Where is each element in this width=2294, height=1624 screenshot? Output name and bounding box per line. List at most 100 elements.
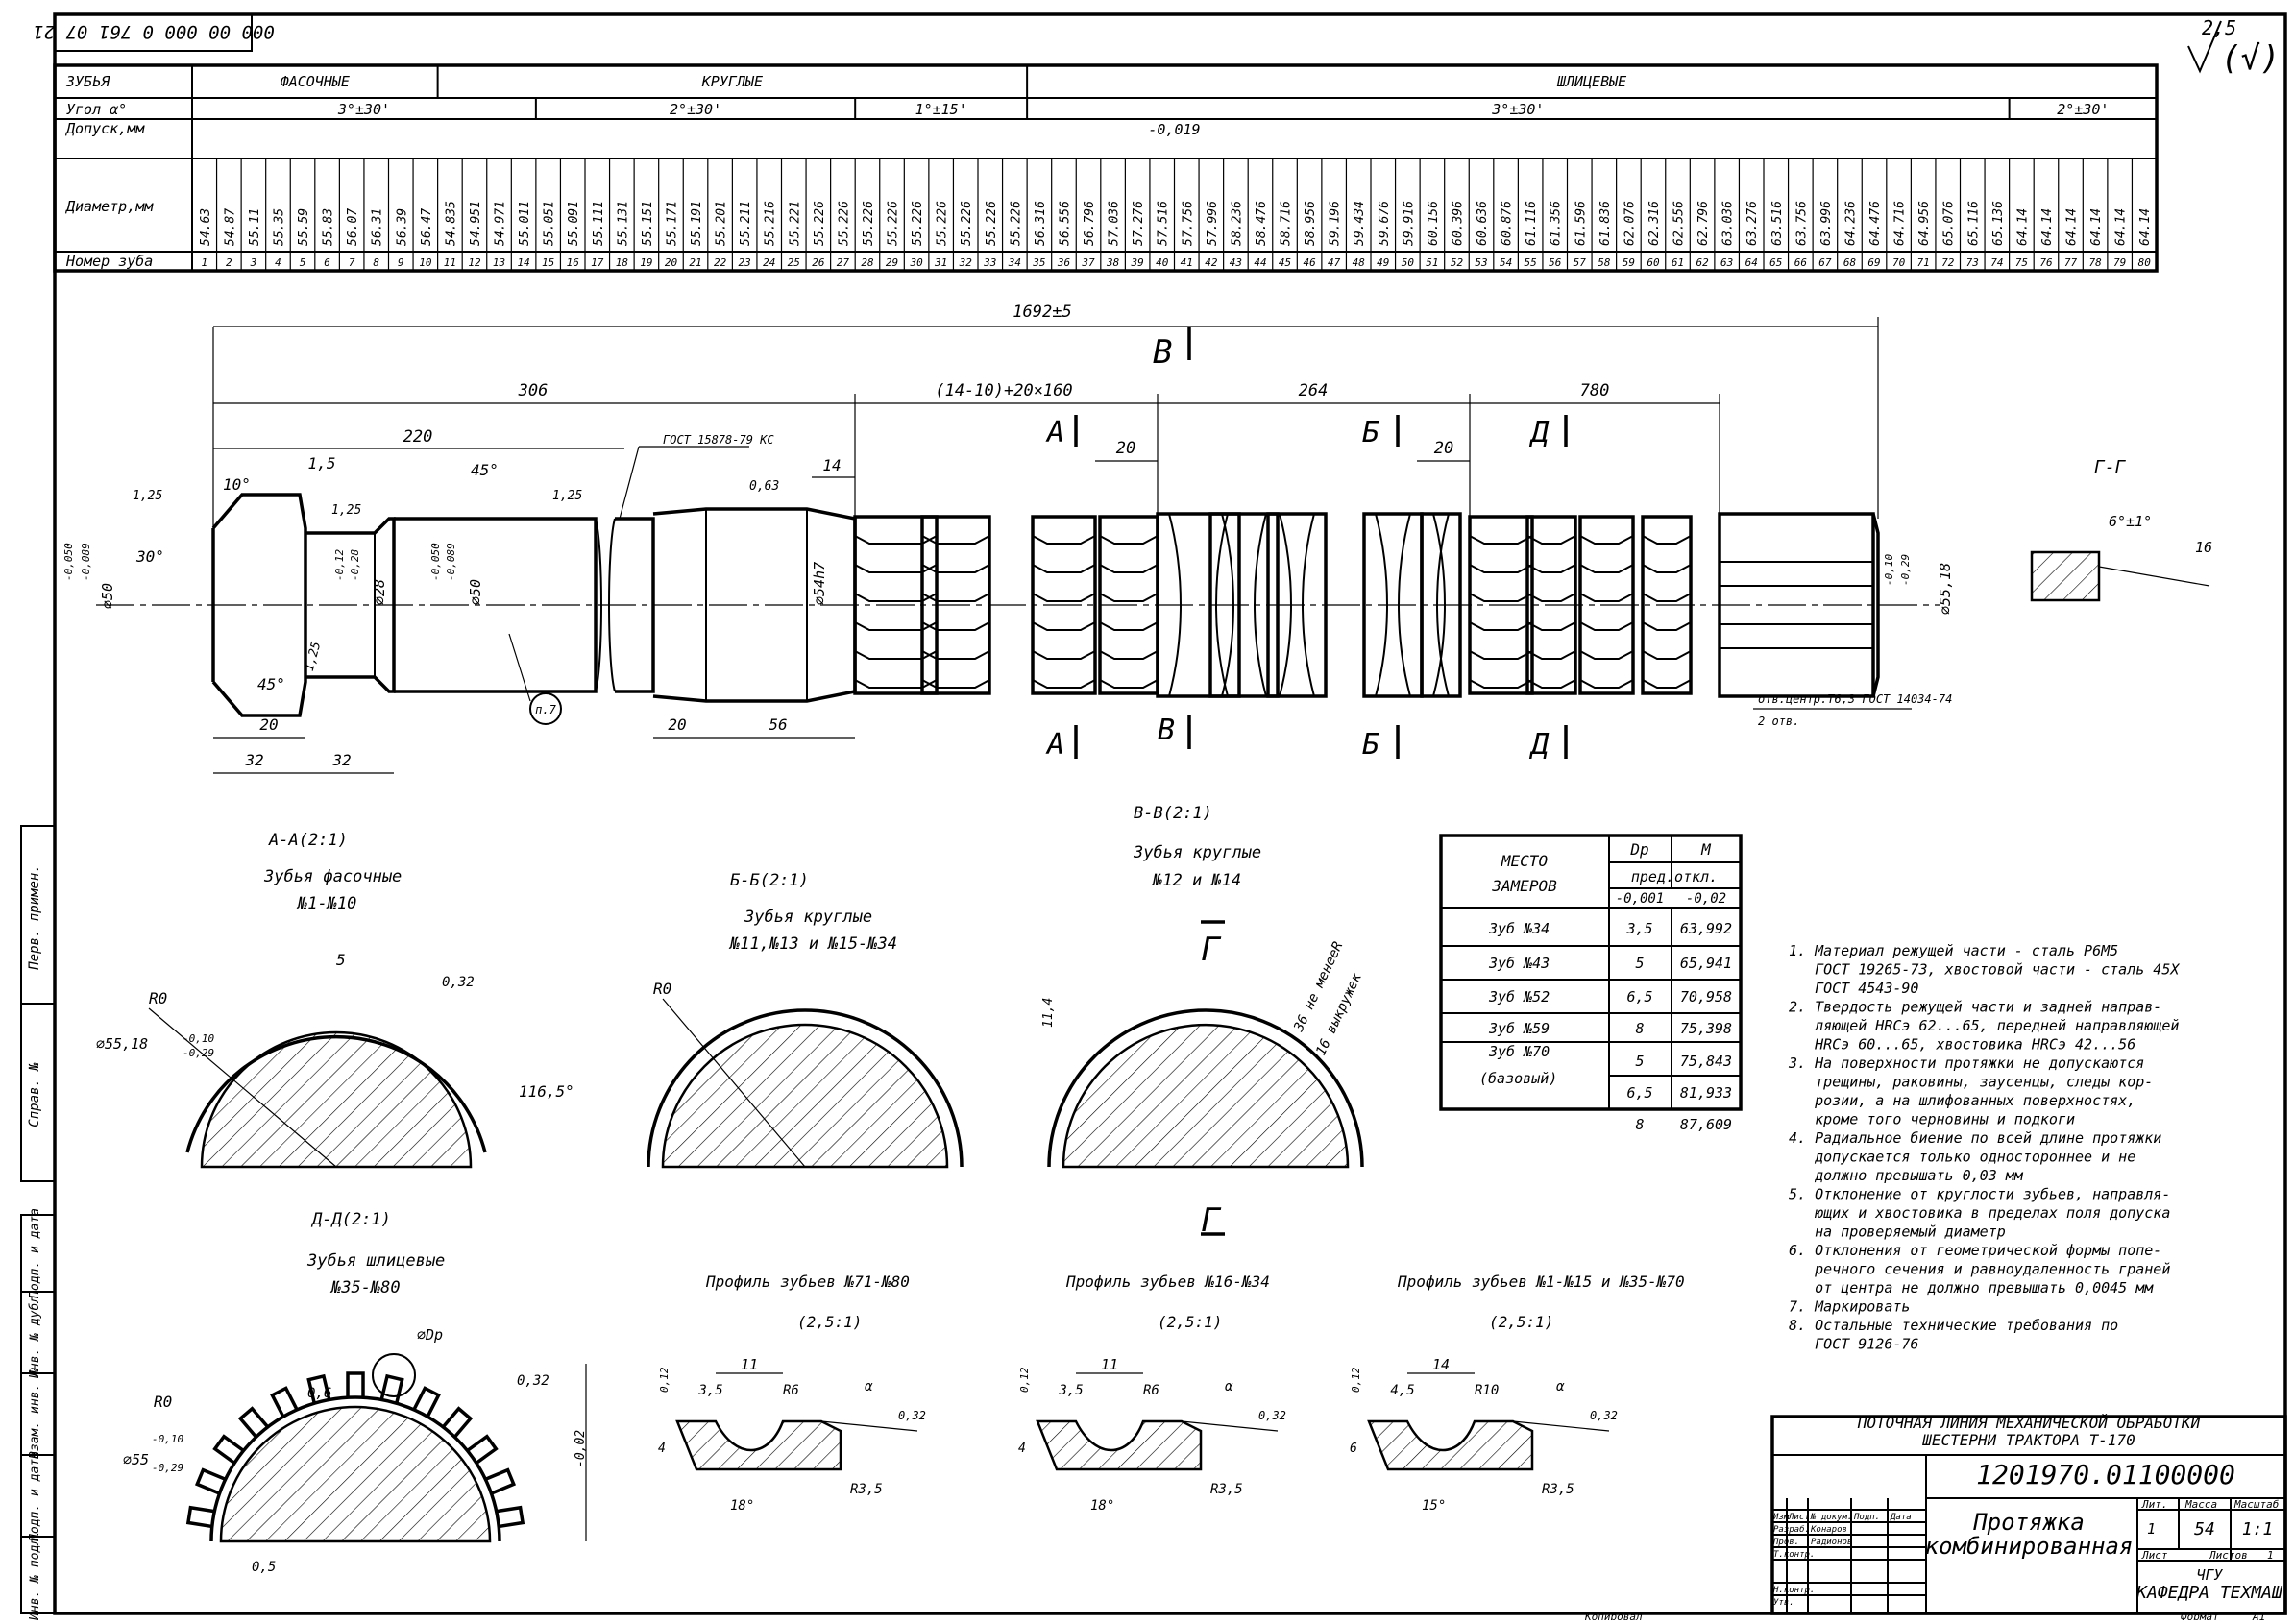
svg-text:Изм: Изм <box>1772 1513 1790 1522</box>
note-line: должно превышать 0,03 мм <box>1789 1167 2024 1184</box>
tooth-diameter: 55.226 <box>936 201 950 246</box>
svg-text:3,5: 3,5 <box>1058 1383 1083 1398</box>
teeth-angle: 2°±30' <box>2057 101 2109 118</box>
teeth-angle: 3°±30' <box>337 101 390 118</box>
svg-text:№12 и №14: №12 и №14 <box>1151 871 1241 890</box>
svg-text:65,941: 65,941 <box>1680 955 1732 972</box>
tooth-diameter: 54.835 <box>444 201 458 246</box>
tooth-diameter: 56.796 <box>1083 201 1097 246</box>
svg-text:16: 16 <box>2195 539 2212 556</box>
tooth-number: 28 <box>861 256 874 269</box>
svg-text:№11,№13 и №15-№34: №11,№13 и №15-№34 <box>728 934 897 954</box>
svg-text:ЧГУ: ЧГУ <box>2196 1566 2223 1584</box>
tooth-number: 49 <box>1377 256 1389 269</box>
tooth-diameter: 56.556 <box>1058 201 1072 246</box>
tooth-diameter: 60.156 <box>1427 201 1441 246</box>
svg-text:№ докум.: № докум. <box>1810 1513 1852 1522</box>
svg-text:32: 32 <box>331 751 351 769</box>
tooth-number: 36 <box>1057 256 1071 269</box>
svg-text:отв.центр.Т6,3 ГОСТ 14034-74: отв.центр.Т6,3 ГОСТ 14034-74 <box>1758 692 1952 706</box>
profile-scale: (2,5:1) <box>797 1313 862 1331</box>
svg-text:20: 20 <box>668 715 686 734</box>
tooth-diameter: 64.14 <box>2114 208 2129 246</box>
svg-text:(√): (√) <box>2221 39 2280 78</box>
svg-text:Подп. и дата: Подп. и дата <box>28 1451 42 1542</box>
svg-text:Г-Г: Г-Г <box>2094 457 2127 477</box>
svg-text:∅55,18: ∅55,18 <box>1937 563 1954 615</box>
note-line: допускается только одностороннее и не <box>1789 1149 2135 1166</box>
svg-text:п.7: п.7 <box>535 703 556 716</box>
tooth-number: 24 <box>763 256 775 269</box>
svg-text:В: В <box>1158 714 1175 747</box>
svg-text:306: 306 <box>518 381 549 400</box>
svg-text:∅50: ∅50 <box>99 583 116 609</box>
svg-text:2 отв.: 2 отв. <box>1758 715 1799 728</box>
tooth-diameter: 61.116 <box>1525 201 1539 246</box>
svg-text:0,6: 0,6 <box>307 1386 331 1401</box>
svg-text:0,32: 0,32 <box>517 1373 549 1389</box>
tooth-diameter: 61.596 <box>1574 201 1588 246</box>
tooth-number: 38 <box>1106 256 1120 269</box>
tooth-number: 22 <box>714 256 727 269</box>
svg-text:Зубья шлицевые: Зубья шлицевые <box>306 1251 445 1271</box>
tooth-number: 35 <box>1032 256 1045 269</box>
tooth-diameter: 55.83 <box>322 208 336 246</box>
tooth-diameter: 55.11 <box>248 208 262 246</box>
tooth-diameter: 55.151 <box>641 201 655 246</box>
svg-text:Б: Б <box>1362 728 1379 762</box>
measurement-table: МЕСТО ЗАМЕРОВ Dр М пред.откл. -0,001 -0,… <box>1439 834 1743 1133</box>
tooth-number: 7 <box>349 256 355 269</box>
side-stamps: Перв. примен. Справ. № Подп. и дата Инв.… <box>20 825 56 1621</box>
tooth-diameter: 57.276 <box>1132 201 1146 246</box>
svg-text:18°: 18° <box>1090 1498 1114 1514</box>
svg-text:∅28: ∅28 <box>371 579 388 605</box>
tooth-number: 33 <box>983 256 996 269</box>
svg-text:11,4: 11,4 <box>1041 998 1056 1028</box>
svg-text:Конаров: Конаров <box>1810 1525 1847 1535</box>
tooth-diameter: 55.35 <box>272 208 286 246</box>
svg-text:4: 4 <box>1018 1442 1026 1456</box>
svg-text:Зубья круглые: Зубья круглые <box>1133 843 1261 862</box>
tooth-number: 75 <box>2015 256 2028 269</box>
svg-text:Зуб №70: Зуб №70 <box>1488 1043 1550 1060</box>
tooth-number: 55 <box>1525 256 1537 269</box>
tooth-number: 2 <box>226 256 232 269</box>
tooth-number: 8 <box>373 256 379 269</box>
tooth-diameter: 54.87 <box>223 208 237 246</box>
svg-text:Дата: Дата <box>1890 1513 1912 1522</box>
svg-text:75,398: 75,398 <box>1680 1020 1732 1037</box>
tooth-diameter: 55.226 <box>862 201 876 246</box>
svg-text:-0,02: -0,02 <box>574 1430 588 1467</box>
tooth-number: 11 <box>444 256 456 269</box>
svg-text:0,32: 0,32 <box>1590 1409 1618 1422</box>
section-vv: В-В(2:1) Зубья круглые №12 и №14 11,4 36… <box>1041 804 1365 1169</box>
note-line: 5. Отклонение от круглости зубьев, напра… <box>1789 1186 2170 1203</box>
tooth-diameter: 64.14 <box>2138 208 2153 246</box>
svg-text:Зуб №59: Зуб №59 <box>1488 1020 1550 1037</box>
tooth-number: 47 <box>1328 256 1341 269</box>
svg-text:Dр: Dр <box>1629 840 1648 859</box>
tooth-number: 30 <box>909 256 923 269</box>
note-line: ГОСТ 9126-76 <box>1789 1336 1918 1353</box>
tooth-diameter: 60.876 <box>1501 201 1515 246</box>
svg-text:-0,28: -0,28 <box>349 549 361 581</box>
svg-text:-0,001: -0,001 <box>1616 891 1665 907</box>
tooth-number: 3 <box>250 256 257 269</box>
svg-text:Б-Б(2:1): Б-Б(2:1) <box>730 871 809 890</box>
svg-text:ШЕСТЕРНИ ТРАКТОРА Т-170: ШЕСТЕРНИ ТРАКТОРА Т-170 <box>1921 1431 2135 1449</box>
svg-text:45°: 45° <box>257 675 285 693</box>
tooth-number: 48 <box>1353 256 1366 269</box>
tooth-number: 78 <box>2088 256 2102 269</box>
tooth-number: 42 <box>1205 256 1218 269</box>
svg-text:-0,12: -0,12 <box>333 549 346 581</box>
svg-text:87,609: 87,609 <box>1680 1116 1732 1133</box>
tooth-diameter: 63.996 <box>1819 201 1834 246</box>
note-line: от центра не должно превышать 0,0045 мм <box>1789 1279 2154 1297</box>
svg-text:-0,02: -0,02 <box>1686 891 1726 907</box>
svg-text:6°±1°: 6°±1° <box>2109 513 2152 530</box>
tooth-diameter: 63.276 <box>1745 201 1760 246</box>
tooth-number: 26 <box>812 256 825 269</box>
tooth-number: 20 <box>665 256 678 269</box>
tooth-diameter: 55.226 <box>813 201 827 246</box>
tooth-diameter: 64.716 <box>1893 201 1908 246</box>
